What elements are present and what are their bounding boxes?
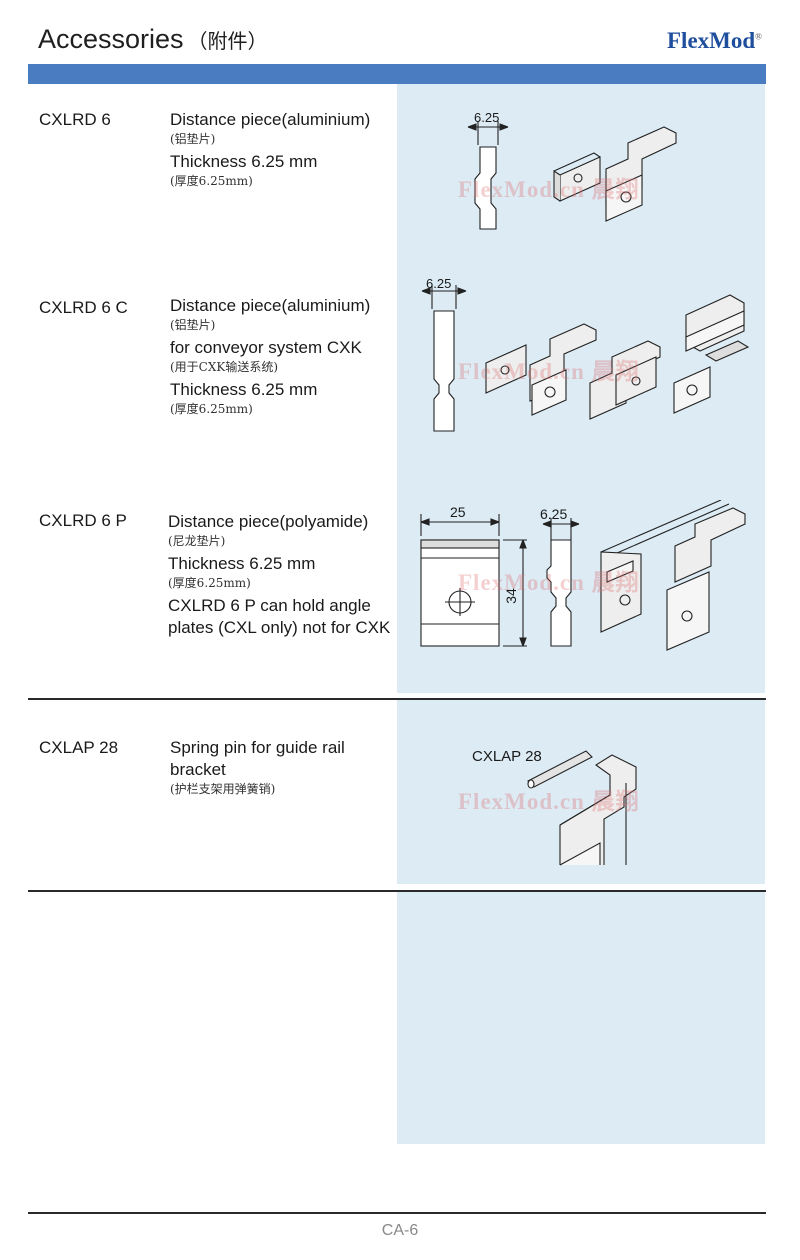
desc-en: Thickness 6.25 mm [170, 380, 318, 399]
dimension-width: 25 [450, 504, 466, 520]
brand-registered-mark: ® [755, 31, 762, 42]
desc-en: Distance piece(polyamide) [168, 512, 369, 531]
figure-panel-3 [397, 892, 765, 1144]
item-code: CXLRD 6 [39, 110, 111, 129]
header-bar [28, 64, 766, 84]
page-title: Accessories（附件） [38, 24, 268, 55]
item-description: Distance piece(aluminium) (铝垫片) for conv… [170, 295, 395, 421]
row-divider [28, 890, 766, 892]
desc-cn: (厚度6.25mm) [170, 402, 253, 416]
dimension-height: 34 [502, 588, 519, 604]
item-code: CXLRD 6 C [39, 298, 128, 317]
cxlrd6p-drawing [420, 500, 746, 651]
brand-name: FlexMod [667, 28, 756, 53]
desc-cn: (厚度6.25mm) [170, 174, 253, 188]
watermark: FlexMod.cn 晨翔 [458, 570, 640, 595]
footer-divider [28, 1212, 766, 1214]
row-divider [28, 698, 766, 700]
desc-en: Thickness 6.25 mm [168, 554, 316, 573]
figure-label: CXLAP 28 [472, 748, 542, 765]
desc-en: CXLRD 6 P can hold angle plates (CXL onl… [168, 596, 391, 637]
dimension-thickness: 6.25 [426, 276, 452, 291]
desc-en: Spring pin for guide rail bracket [170, 738, 345, 779]
cxlrd6-drawing [467, 121, 677, 230]
item-code: CXLAP 28 [39, 738, 119, 757]
brand-logo: FlexMod® [667, 28, 762, 54]
desc-cn: (厚度6.25mm) [168, 576, 251, 590]
watermark: FlexMod.cn 晨翔 [458, 177, 640, 202]
item-description: Spring pin for guide rail bracket (护栏支架用… [170, 737, 395, 801]
desc-en: Distance piece(aluminium) [170, 110, 371, 129]
watermark: FlexMod.cn 晨翔 [458, 789, 640, 814]
item-code: CXLRD 6 P [39, 511, 127, 530]
desc-en: Thickness 6.25 mm [170, 152, 318, 171]
watermark: FlexMod.cn 晨翔 [458, 359, 640, 384]
desc-cn: (尼龙垫片) [168, 534, 226, 548]
cxlrd6c-drawing [421, 285, 750, 432]
title-cn: （附件） [187, 29, 268, 53]
item-description: Distance piece(polyamide) (尼龙垫片) Thickne… [168, 511, 393, 639]
desc-cn: (铝垫片) [170, 318, 216, 332]
desc-cn: (护栏支架用弹簧销) [170, 782, 276, 796]
title-en: Accessories [38, 24, 184, 54]
desc-en: Distance piece(aluminium) [170, 296, 371, 315]
dimension-thickness: 6.25 [474, 110, 500, 125]
item-description: Distance piece(aluminium) (铝垫片) Thicknes… [170, 109, 395, 193]
desc-en: for conveyor system CXK [170, 338, 362, 357]
desc-cn: (铝垫片) [170, 132, 216, 146]
dimension-thickness: 6.25 [540, 506, 568, 522]
page-number: CA-6 [381, 1222, 419, 1239]
desc-cn: (用于CXK输送系统) [170, 360, 279, 374]
spring-pin-drawing [527, 750, 637, 866]
